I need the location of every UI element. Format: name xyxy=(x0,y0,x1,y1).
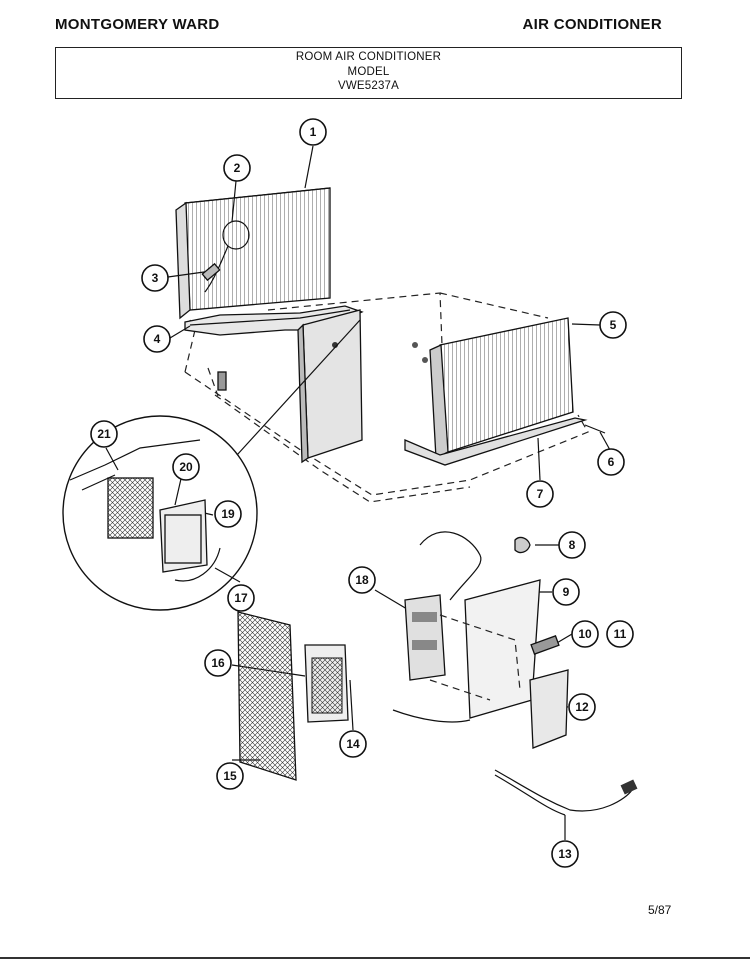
mounting-clip xyxy=(217,371,227,391)
callout-18: 18 xyxy=(348,566,376,594)
thermostat-bracket xyxy=(530,635,560,655)
svg-text:4: 4 xyxy=(154,332,161,346)
svg-text:15: 15 xyxy=(223,769,237,783)
svg-text:13: 13 xyxy=(558,847,572,861)
callout-15: 15 xyxy=(216,762,244,790)
svg-text:9: 9 xyxy=(563,585,570,599)
brand-title: MONTGOMERY WARD xyxy=(55,16,220,33)
callout-8: 8 xyxy=(558,531,586,559)
control-knob xyxy=(514,536,531,554)
revision-date: 5/87 xyxy=(648,903,672,917)
callout-13: 13 xyxy=(551,840,579,868)
callout-2: 2 xyxy=(223,154,251,182)
callout-17: 17 xyxy=(227,584,255,612)
svg-text:3: 3 xyxy=(152,271,159,285)
callout-20: 20 xyxy=(172,453,200,481)
model-title-box: ROOM AIR CONDITIONER MODEL VWE5237A xyxy=(55,47,682,99)
front-grille xyxy=(237,611,297,781)
title-line-model-label: MODEL xyxy=(347,65,390,78)
callout-16: 16 xyxy=(204,649,232,677)
drain-plug xyxy=(584,424,606,434)
svg-text:6: 6 xyxy=(608,455,615,469)
evaporator-coil xyxy=(404,317,588,466)
svg-text:20: 20 xyxy=(179,460,193,474)
air-filter xyxy=(304,644,349,723)
svg-text:8: 8 xyxy=(569,538,576,552)
control-panel xyxy=(464,579,541,719)
control-wire xyxy=(419,531,482,601)
rotary-switch xyxy=(404,594,446,681)
svg-text:17: 17 xyxy=(234,591,248,605)
svg-text:2: 2 xyxy=(234,161,241,175)
svg-text:18: 18 xyxy=(355,573,369,587)
callout-14: 14 xyxy=(339,730,367,758)
svg-text:11: 11 xyxy=(614,627,627,641)
detail-inset xyxy=(62,415,258,611)
strainer xyxy=(201,262,221,282)
callout-4: 4 xyxy=(143,325,171,353)
svg-text:10: 10 xyxy=(578,627,592,641)
bottom-rule xyxy=(0,957,750,959)
callout-5: 5 xyxy=(599,311,627,339)
callout-3: 3 xyxy=(141,264,169,292)
svg-text:5: 5 xyxy=(610,318,617,332)
category-title: AIR CONDITIONER xyxy=(522,16,662,33)
svg-text:12: 12 xyxy=(575,700,589,714)
svg-text:1: 1 xyxy=(310,125,317,139)
title-line-model-number: VWE5237A xyxy=(337,80,400,92)
svg-text:16: 16 xyxy=(211,656,225,670)
callout-21: 21 xyxy=(90,420,118,448)
cable-line xyxy=(392,709,471,723)
power-cord xyxy=(494,769,638,816)
callout-1: 1 xyxy=(299,118,327,146)
callout-11: 11 xyxy=(606,620,634,648)
svg-text:7: 7 xyxy=(537,487,544,501)
condenser-coil xyxy=(175,187,331,320)
svg-text:21: 21 xyxy=(97,427,111,441)
barrier-panel xyxy=(297,309,363,464)
callout-19: 19 xyxy=(214,500,242,528)
svg-text:14: 14 xyxy=(346,737,360,751)
callout-10: 10 xyxy=(571,620,599,648)
title-line-product: ROOM AIR CONDITIONER xyxy=(295,51,442,63)
callout-6: 6 xyxy=(597,448,625,476)
control-plate xyxy=(529,669,569,749)
svg-text:19: 19 xyxy=(221,507,235,521)
callout-7: 7 xyxy=(526,480,554,508)
callout-9: 9 xyxy=(552,578,580,606)
callout-12: 12 xyxy=(568,693,596,721)
base-pan xyxy=(184,292,589,503)
